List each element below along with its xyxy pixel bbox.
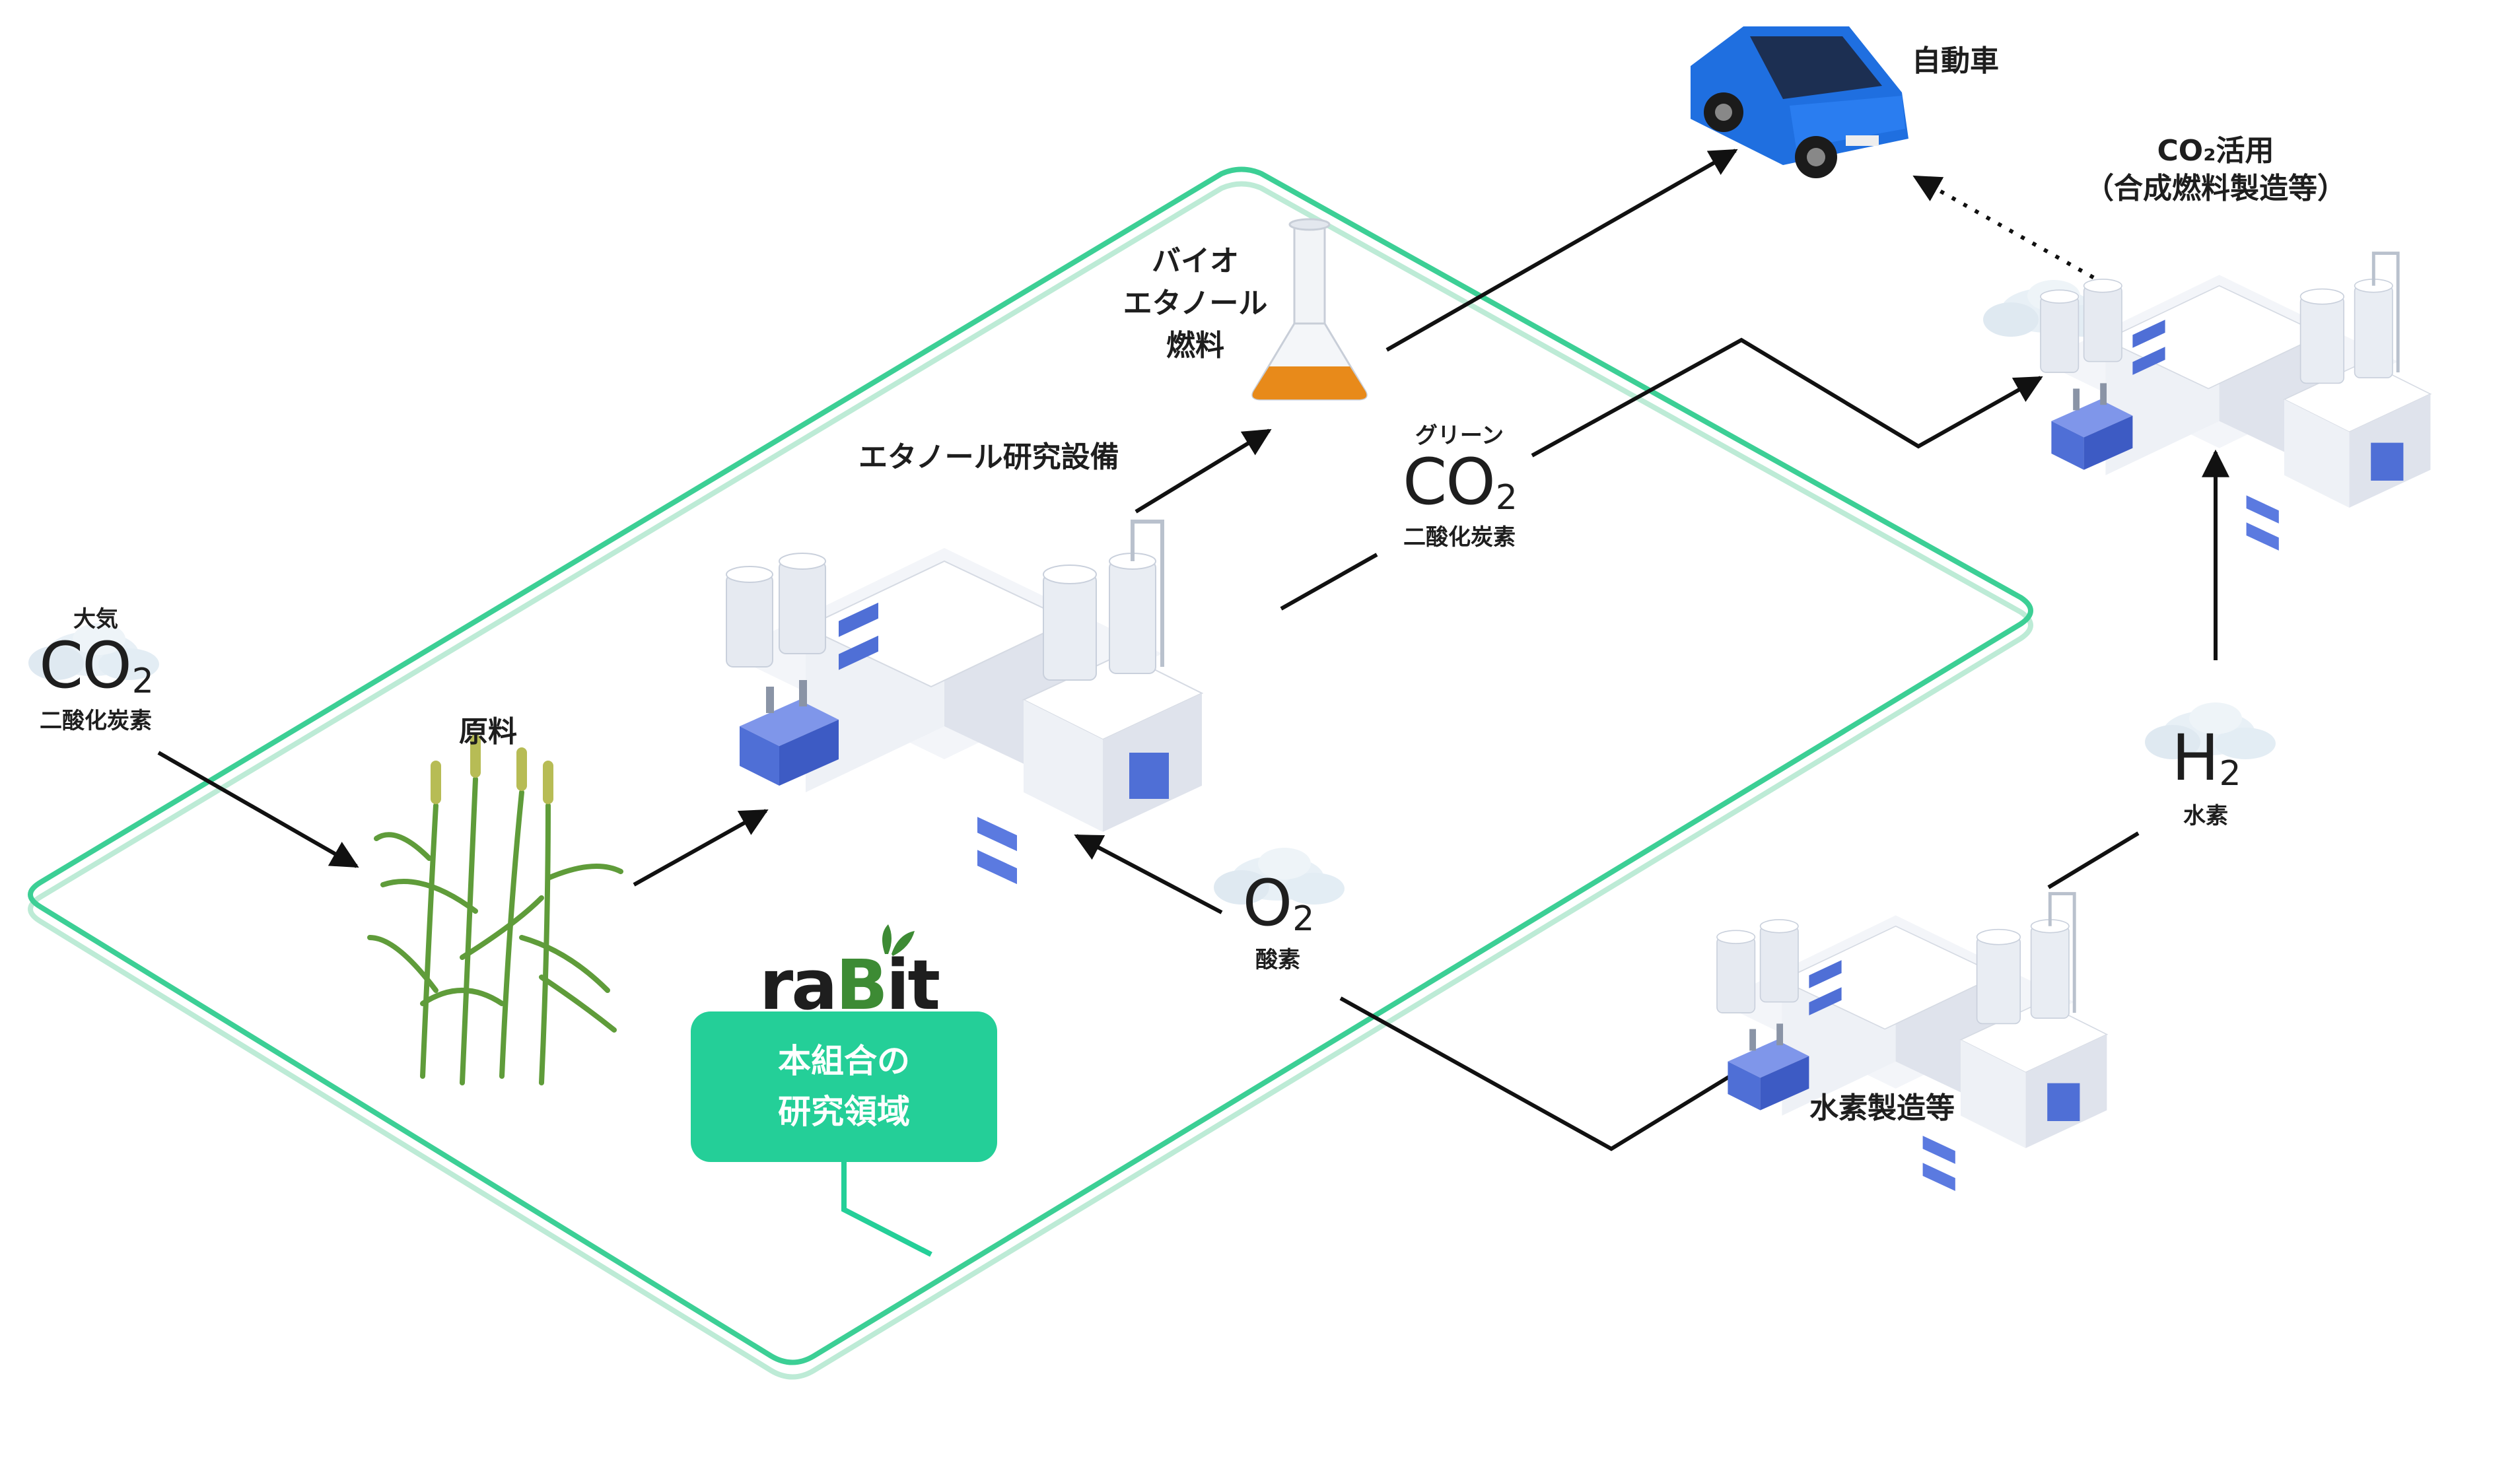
rabit-box-line1: 本組合の	[778, 1041, 910, 1080]
ethanol-facility-icon	[726, 522, 1202, 884]
rabit-logo: raBit	[759, 945, 940, 1025]
co2-use-line1: CO₂活用	[2157, 134, 2274, 168]
bio-line2: エタノール	[1123, 286, 1268, 320]
line-h2-to-hydrogen	[2047, 831, 2140, 889]
h2-group: H2 水素	[2140, 726, 2272, 831]
air-co2-small-label: 大気	[73, 606, 118, 633]
arrow-raw-to-facility	[633, 809, 769, 887]
bio-line3: 燃料	[1166, 328, 1224, 362]
car-label: 自動車	[1912, 44, 1999, 78]
h2-desc: 水素	[2183, 803, 2228, 829]
raw-material-label: 原料	[459, 715, 517, 749]
hydrogen-factory-icon	[1717, 894, 2107, 1191]
synth-fuel-factory-icon	[2041, 254, 2430, 551]
car-icon	[1691, 26, 1908, 178]
bio-line1: バイオ	[1152, 244, 1239, 278]
green-co2-small-label: グリーン	[1415, 423, 1504, 449]
rabit-research-area-box: 本組合の 研究領域	[691, 1011, 997, 1162]
arrow-ethanol-to-car	[1385, 149, 1738, 352]
green-co2-group: グリーン CO2 二酸化炭素	[1393, 421, 1525, 552]
ethanol-flask-icon	[1251, 218, 1368, 401]
o2-formula: O2	[1242, 866, 1315, 940]
o2-group: O2 酸素	[1212, 872, 1344, 975]
bio-ethanol-label: バイオ エタノール 燃料	[1103, 240, 1288, 366]
flow-lines	[157, 149, 2229, 1151]
h2-formula: H2	[2171, 721, 2241, 795]
rabit-logo-leaf-icon	[882, 924, 915, 956]
air-co2-formula: CO2	[39, 629, 154, 703]
plant-icon	[367, 734, 623, 1085]
co2-use-label: CO₂活用 （合成燃料製造等）	[2067, 132, 2364, 207]
green-co2-desc: 二酸化炭素	[1403, 524, 1516, 551]
arrow-facility-to-ethanol	[1135, 428, 1272, 514]
arrow-green-co2-to-synth	[1531, 337, 2043, 458]
green-co2-formula: CO2	[1403, 445, 1518, 520]
line-facility-to-green-co2	[1280, 553, 1378, 611]
air-co2-desc: 二酸化炭素	[40, 708, 152, 735]
o2-desc: 酸素	[1255, 947, 1300, 973]
arrow-air-to-raw	[157, 751, 359, 868]
ethanol-facility-label: エタノール研究設備	[858, 440, 1119, 474]
arrow-o2-to-facility	[1074, 834, 1223, 914]
hydrogen-production-label: 水素製造等	[1809, 1091, 1955, 1125]
rabit-connector	[841, 1162, 932, 1257]
research-area-outline	[28, 166, 2033, 1380]
co2-use-line2: （合成燃料製造等）	[2085, 172, 2346, 206]
line-o2-to-hydrogen	[1339, 996, 1737, 1151]
rabit-box-line2: 研究領域	[778, 1093, 910, 1131]
air-co2-group: 大気 CO2 二酸化炭素	[26, 605, 165, 736]
